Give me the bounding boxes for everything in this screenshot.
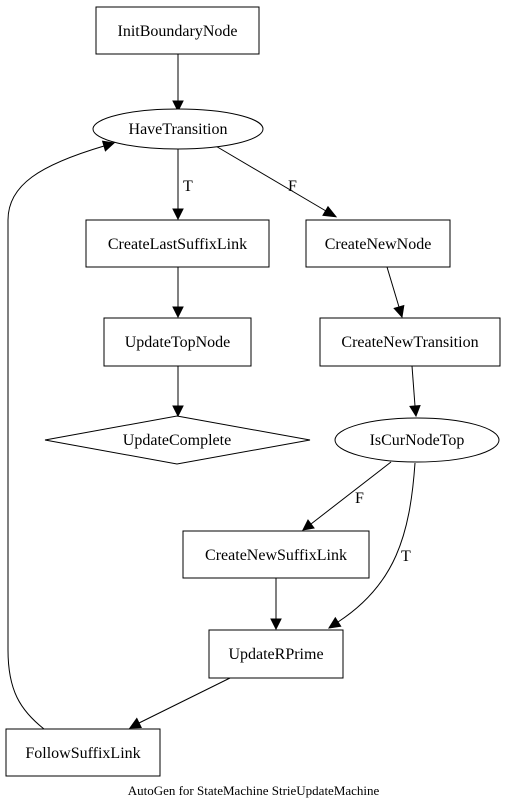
node-label: IsCurNodeTop — [370, 432, 465, 449]
edge-have-to-createnewnode: F — [213, 144, 338, 218]
node-label: HaveTransition — [129, 121, 228, 138]
node-label: FollowSuffixLink — [25, 745, 140, 762]
edge-createnewsuffix-to-updaterprime — [270, 578, 282, 631]
node-label: CreateNewTransition — [341, 334, 478, 351]
node-label: InitBoundaryNode — [118, 23, 238, 40]
node-label: UpdateTopNode — [125, 334, 231, 351]
node-update-r-prime: UpdateRPrime — [208, 629, 344, 679]
edge-createnewnode-to-createnewtransition — [386, 266, 405, 319]
edge-label-f-have: F — [288, 178, 297, 195]
node-update-complete: UpdateComplete — [44, 415, 311, 465]
node-follow-suffix-link: FollowSuffixLink — [5, 728, 161, 777]
edge-iscurtop-to-createnewsuffix: F — [302, 461, 392, 531]
node-label: CreateLastSuffixLink — [108, 236, 247, 253]
node-label: UpdateComplete — [123, 432, 231, 449]
node-create-new-node: CreateNewNode — [305, 219, 451, 268]
edge-init-to-have — [172, 54, 184, 113]
node-create-new-suffix-link: CreateNewSuffixLink — [182, 530, 370, 579]
edge-label-t-have: T — [183, 178, 193, 195]
node-create-new-transition: CreateNewTransition — [319, 317, 501, 367]
edge-iscurtop-to-updaterprime: T — [328, 462, 416, 629]
edge-updatetop-to-updatecomplete — [172, 366, 184, 418]
node-is-cur-node-top: IsCurNodeTop — [334, 417, 500, 463]
edge-have-to-createlast: T — [172, 149, 193, 221]
nodes: InitBoundaryNode HaveTransition CreateLa… — [5, 6, 501, 777]
node-have-transition: HaveTransition — [92, 108, 264, 150]
edge-createnewtransition-to-iscurtop — [409, 365, 421, 418]
node-create-last-suffix-link: CreateLastSuffixLink — [85, 219, 270, 268]
edges: T F F — [7, 54, 421, 730]
edge-follow-to-have — [7, 140, 116, 730]
node-update-top-node: UpdateTopNode — [103, 317, 252, 367]
edge-updaterprime-to-follow — [128, 677, 231, 729]
node-label: CreateNewSuffixLink — [205, 547, 347, 564]
edge-label-t-iscurtop: T — [401, 548, 411, 565]
diagram-caption: AutoGen for StateMachine StrieUpdateMach… — [128, 783, 380, 798]
node-label: CreateNewNode — [325, 236, 432, 253]
edge-createlast-to-updatetop — [172, 267, 184, 319]
edge-label-f-iscurtop: F — [355, 490, 364, 507]
node-label: UpdateRPrime — [228, 646, 323, 663]
node-init-boundary-node: InitBoundaryNode — [95, 6, 260, 55]
